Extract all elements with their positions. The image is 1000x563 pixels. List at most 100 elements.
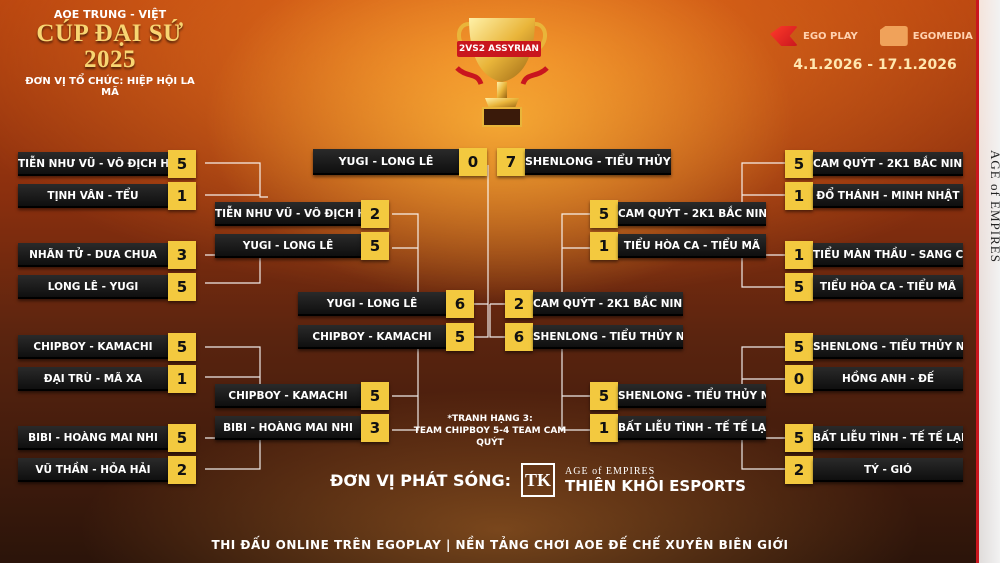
team-name: TÝ - GIÓ — [813, 458, 963, 482]
left-semi-team-1: YUGI - LONG LÊ 6 — [298, 290, 474, 318]
event-dates: 4.1.2026 - 17.1.2026 — [793, 57, 957, 73]
team-score: 5 — [168, 273, 196, 301]
team-name: YUGI - LONG LÊ — [215, 234, 361, 258]
trophy-icon — [455, 18, 549, 127]
egoplay-brand: EGO PLAY — [770, 26, 858, 46]
team-score: 6 — [505, 323, 533, 351]
right-r1-team-6: 0 HỒNG ANH - ĐẾ — [785, 365, 963, 393]
left-r2-team-3: CHIPBOY - KAMACHI 5 — [215, 382, 389, 410]
team-score: 2 — [505, 290, 533, 318]
team-score: 2 — [168, 456, 196, 484]
left-r1-team-6: ĐẠI TRÙ - MÃ XA 1 — [18, 365, 196, 393]
right-r1-team-1: 5 CAM QUÝT - 2K1 BẮC NINH — [785, 150, 963, 178]
broadcast-brand: AGE of EMPIRES THIÊN KHÔI ESPORTS — [565, 466, 746, 495]
format-label: 2VS2 ASSYRIAN — [457, 41, 541, 57]
team-name: CHIPBOY - KAMACHI — [298, 325, 446, 349]
team-name: SHENLONG - TIỂU THỦY NGƯ — [618, 384, 766, 408]
team-name: YUGI - LONG LÊ — [298, 292, 446, 316]
team-name: SHENLONG - TIỂU THỦY NGƯ — [813, 335, 963, 359]
side-banner: AGE of EMPIRES — [976, 0, 1000, 563]
left-r2-team-1: TIỄN NHƯ VŨ - VÔ ĐỊCH HẦU 2 — [215, 200, 389, 228]
aoe-wordmark: AGE of EMPIRES — [565, 465, 656, 477]
team-name: LONG LÊ - YUGI — [18, 275, 168, 299]
team-name: CAM QUÝT - 2K1 BẮC NINH — [618, 202, 766, 226]
egoplay-logo-icon — [770, 26, 798, 46]
team-score: 2 — [361, 200, 389, 228]
team-score: 1 — [590, 414, 618, 442]
left-r1-team-4: LONG LÊ - YUGI 5 — [18, 273, 196, 301]
team-score: 5 — [590, 382, 618, 410]
right-r2-team-4: 1 BẤT LIỄU TÌNH - TẾ TẾ LẠP — [590, 414, 766, 442]
team-score: 1 — [168, 182, 196, 210]
team-name: BẤT LIỄU TÌNH - TẾ TẾ LẠP — [813, 426, 963, 450]
thien-khoi-logo-icon: TK — [521, 463, 556, 497]
team-score: 6 — [446, 290, 474, 318]
right-r2-team-2: 1 TIỂU HÒA CA - TIỂU MÃ — [590, 232, 766, 260]
team-score: 5 — [361, 232, 389, 260]
team-score: 5 — [785, 333, 813, 361]
right-r1-team-2: 1 ĐỔ THÁNH - MINH NHẬT — [785, 182, 963, 210]
event-subheading: AOE TRUNG - VIỆT — [53, 8, 167, 21]
right-semi-team-2: 6 SHENLONG - TIỂU THỦY NGƯ — [505, 323, 683, 351]
side-banner-text: AGE of EMPIRES — [988, 150, 1000, 263]
third-place-title: *TRANH HẠNG 3: — [447, 414, 533, 424]
team-score: 1 — [785, 182, 813, 210]
final-right-score: 7 — [497, 148, 525, 176]
broadcast-label: ĐƠN VỊ PHÁT SÓNG: — [330, 470, 512, 490]
left-r1-team-3: NHÃN TỬ - DƯA CHUA 3 — [18, 241, 196, 269]
team-score: 1 — [168, 365, 196, 393]
right-r1-team-3: 1 TIỂU MÀN THẦU - SANG CLUB — [785, 241, 963, 269]
team-score: 1 — [590, 232, 618, 260]
right-r1-team-7: 5 BẤT LIỄU TÌNH - TẾ TẾ LẠP — [785, 424, 963, 452]
final-left: YUGI - LONG LÊ 0 — [313, 148, 487, 176]
team-name: CHIPBOY - KAMACHI — [215, 384, 361, 408]
team-score: 5 — [590, 200, 618, 228]
team-name: BIBI - HOÀNG MAI NHI — [18, 426, 168, 450]
egomedia-logo-icon — [879, 26, 908, 46]
team-score: 3 — [168, 241, 196, 269]
team-name: TIỂU HÒA CA - TIỂU MÃ — [813, 275, 963, 299]
broadcast-name: THIÊN KHÔI ESPORTS — [565, 476, 746, 495]
team-score: 0 — [785, 365, 813, 393]
left-r1-team-2: TỊNH VÂN - TỂU 1 — [18, 182, 196, 210]
team-score: 3 — [361, 414, 389, 442]
event-title: CÚP ĐẠI SỨ 2025 — [36, 20, 184, 74]
team-name: VŨ THẦN - HỎA HẢI — [18, 458, 168, 482]
left-r1-team-5: CHIPBOY - KAMACHI 5 — [18, 333, 196, 361]
final-left-score: 0 — [459, 148, 487, 176]
team-name: TIỄN NHƯ VŨ - VÔ ĐỊCH HẦU — [18, 152, 168, 176]
right-r2-team-1: 5 CAM QUÝT - 2K1 BẮC NINH — [590, 200, 766, 228]
final-right: 7 SHENLONG - TIỂU THỦY NGƯ — [497, 148, 671, 176]
right-r2-team-3: 5 SHENLONG - TIỂU THỦY NGƯ — [590, 382, 766, 410]
team-score: 1 — [785, 241, 813, 269]
team-name: TIỂU MÀN THẦU - SANG CLUB — [813, 243, 963, 267]
team-name: CAM QUÝT - 2K1 BẮC NINH — [533, 292, 683, 316]
team-name: BẤT LIỄU TÌNH - TẾ TẾ LẠP — [618, 416, 766, 440]
team-name: TIỂU HÒA CA - TIỂU MÃ — [618, 234, 766, 258]
broadcast-partner: ĐƠN VỊ PHÁT SÓNG: TK AGE of EMPIRES THIÊ… — [330, 463, 746, 497]
right-semi-team-1: 2 CAM QUÝT - 2K1 BẮC NINH — [505, 290, 683, 318]
team-name: CAM QUÝT - 2K1 BẮC NINH — [813, 152, 963, 176]
event-title-block: AOE TRUNG - VIỆT CÚP ĐẠI SỨ 2025 ĐƠN VỊ … — [20, 8, 200, 98]
team-score: 5 — [168, 150, 196, 178]
team-score: 5 — [168, 333, 196, 361]
team-name: ĐỔ THÁNH - MINH NHẬT — [813, 184, 963, 208]
team-score: 2 — [785, 456, 813, 484]
left-r2-team-2: YUGI - LONG LÊ 5 — [215, 232, 389, 260]
right-r1-team-4: 5 TIỂU HÒA CA - TIỂU MÃ — [785, 273, 963, 301]
right-r1-team-5: 5 SHENLONG - TIỂU THỦY NGƯ — [785, 333, 963, 361]
team-score: 5 — [446, 323, 474, 351]
team-name: HỒNG ANH - ĐẾ — [813, 367, 963, 391]
sponsor-logos: EGO PLAY EGOMEDIA — [770, 26, 973, 46]
team-name: ĐẠI TRÙ - MÃ XA — [18, 367, 168, 391]
event-organizer: ĐƠN VỊ TỔ CHỨC: HIỆP HỘI LA MÃ — [25, 75, 195, 98]
footer-text: THI ĐẤU ONLINE TRÊN EGOPLAY | NỀN TẢNG C… — [211, 538, 789, 552]
team-name: TỊNH VÂN - TỂU — [18, 184, 168, 208]
left-r1-team-1: TIỄN NHƯ VŨ - VÔ ĐỊCH HẦU 5 — [18, 150, 196, 178]
egomedia-label: EGOMEDIA — [912, 30, 973, 42]
team-name: SHENLONG - TIỂU THỦY NGƯ — [533, 325, 683, 349]
team-score: 5 — [785, 273, 813, 301]
final-left-team: YUGI - LONG LÊ — [313, 149, 459, 175]
third-place-result: TEAM CHIPBOY 5-4 TEAM CAM QUÝT — [413, 426, 567, 449]
final-right-team: SHENLONG - TIỂU THỦY NGƯ — [525, 149, 671, 175]
